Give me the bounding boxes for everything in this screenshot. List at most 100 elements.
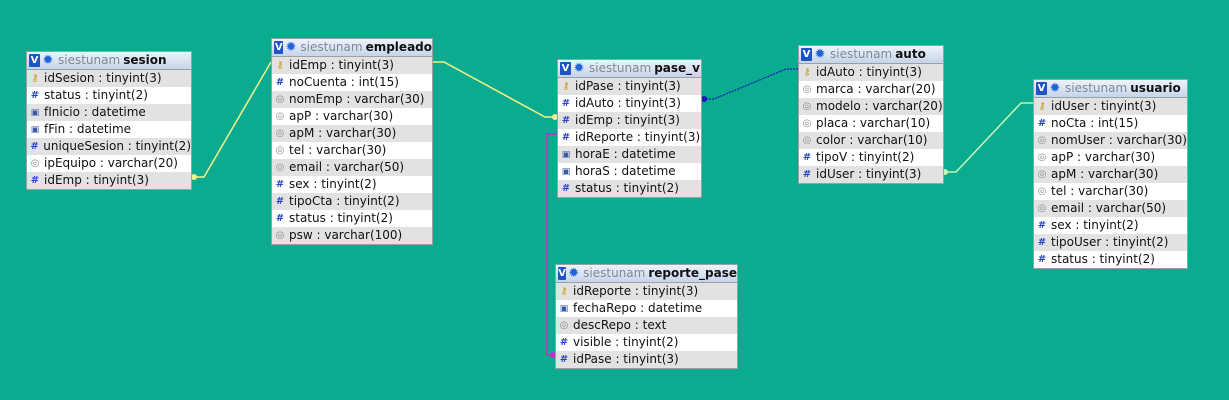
relation-sesion-empleado[interactable] [192, 61, 272, 178]
number-icon: # [30, 89, 40, 101]
field-row[interactable]: #status : tinyint(2) [27, 87, 191, 104]
field-row[interactable]: #idPase : tinyint(3) [556, 351, 737, 368]
field-row[interactable]: ⚷ idPase : tinyint(3) [558, 78, 701, 95]
collapse-toggle-icon[interactable]: V [29, 54, 40, 67]
table-name: pase_v [654, 61, 700, 75]
field-row[interactable]: ◎descRepo : text [556, 317, 737, 334]
field-row[interactable]: ◎apP : varchar(30) [1034, 149, 1187, 166]
collapse-toggle-icon[interactable]: V [560, 62, 571, 75]
field-row[interactable]: #status : tinyint(2) [1034, 251, 1187, 268]
key-icon: ⚷ [562, 80, 570, 92]
field-label: email : varchar(50) [289, 160, 405, 174]
number-icon: # [1037, 253, 1047, 265]
number-icon: # [561, 97, 571, 109]
collapse-toggle-icon[interactable]: V [801, 48, 812, 61]
field-row[interactable]: ⚷idReporte : tinyint(3) [556, 283, 737, 300]
number-icon: # [559, 353, 569, 365]
key-icon: ⚷ [803, 66, 811, 78]
field-label: placa : varchar(10) [816, 116, 931, 130]
collapse-toggle-icon[interactable]: V [558, 267, 567, 280]
string-icon: ◎ [1037, 202, 1047, 214]
field-row[interactable]: ◎color : varchar(10) [799, 132, 943, 149]
field-row[interactable]: ⚷idAuto : tinyint(3) [799, 64, 943, 81]
field-row[interactable]: ◎apP : varchar(30) [272, 108, 432, 125]
field-row[interactable]: ◎psw : varchar(100) [272, 227, 432, 244]
string-icon: ◎ [802, 117, 812, 129]
field-row[interactable]: #tipoV : tinyint(2) [799, 149, 943, 166]
field-row[interactable]: ◎ placa : varchar(10) [799, 115, 943, 132]
string-icon: ◎ [802, 83, 812, 95]
number-icon: # [275, 195, 285, 207]
string-icon: ◎ [559, 319, 569, 331]
gear-icon[interactable]: ✹ [573, 60, 585, 76]
field-row[interactable]: ◎email : varchar(50) [272, 159, 432, 176]
relation-empleado-pase[interactable] [432, 61, 557, 118]
gear-icon[interactable]: ✹ [814, 46, 826, 62]
field-row[interactable]: #tipoUser : tinyint(2) [1034, 234, 1187, 251]
string-icon: ◎ [275, 127, 285, 139]
field-row[interactable]: #idEmp : tinyint(3) [27, 172, 191, 189]
field-label: idEmp : tinyint(3) [44, 173, 149, 187]
gear-icon[interactable]: ✹ [42, 52, 54, 68]
field-row[interactable]: ▣fechaRepo : datetime [556, 300, 737, 317]
field-row[interactable]: #visible : tinyint(2) [556, 334, 737, 351]
field-label: marca : varchar(20) [816, 82, 936, 96]
field-row[interactable]: #noCuenta : int(15) [272, 74, 432, 91]
field-row[interactable]: ◎tel : varchar(30) [272, 142, 432, 159]
number-icon: # [561, 182, 571, 194]
field-row[interactable]: ⚷idEmp : tinyint(3) [272, 57, 432, 74]
field-label: tipoUser : tinyint(2) [1051, 235, 1169, 249]
collapse-toggle-icon[interactable]: V [1036, 82, 1047, 95]
field-row[interactable]: ▣horaS : datetime [558, 163, 701, 180]
number-icon: # [1037, 219, 1047, 231]
field-label: fInicio : datetime [44, 105, 146, 119]
field-row[interactable]: #idReporte : tinyint(3) [558, 129, 701, 146]
gear-icon[interactable]: ✹ [568, 265, 580, 281]
gear-icon[interactable]: ✹ [1049, 80, 1061, 96]
relation-auto-pase[interactable] [702, 68, 798, 100]
field-label: idPase : tinyint(3) [575, 79, 681, 93]
relation-usuario-auto[interactable] [944, 102, 1033, 173]
field-row[interactable]: ◎nomUser : varchar(30) [1034, 132, 1187, 149]
field-row[interactable]: ▣fFin : datetime [27, 121, 191, 138]
field-row[interactable]: ◎email : varchar(50) [1034, 200, 1187, 217]
field-row[interactable]: ▣horaE : datetime [558, 146, 701, 163]
field-row[interactable]: ⚷idUser : tinyint(3) [1034, 98, 1187, 115]
field-row[interactable]: #status : tinyint(2) [558, 180, 701, 197]
field-row[interactable]: #tipoCta : tinyint(2) [272, 193, 432, 210]
field-label: idEmp : tinyint(3) [289, 58, 394, 72]
field-row[interactable]: ◎apM : varchar(30) [1034, 166, 1187, 183]
field-row[interactable]: ◎tel : varchar(30) [1034, 183, 1187, 200]
field-row[interactable]: ◎ marca : varchar(20) [799, 81, 943, 98]
collapse-toggle-icon[interactable]: V [274, 41, 284, 54]
field-row[interactable]: ⚷idSesion : tinyint(3) [27, 70, 191, 87]
field-row[interactable]: #sex : tinyint(2) [1034, 217, 1187, 234]
field-row[interactable]: #status : tinyint(2) [272, 210, 432, 227]
field-row[interactable]: ◎apM : varchar(30) [272, 125, 432, 142]
field-row[interactable]: #noCta : int(15) [1034, 115, 1187, 132]
field-row[interactable]: #idUser : tinyint(3) [799, 166, 943, 183]
field-row[interactable]: #idEmp : tinyint(3) [558, 112, 701, 129]
field-row[interactable]: ◎modelo : varchar(20) [799, 98, 943, 115]
field-row[interactable]: ▣fInicio : datetime [27, 104, 191, 121]
table-name: sesion [123, 53, 167, 67]
field-row[interactable]: #uniqueSesion : tinyint(2) [27, 138, 191, 155]
field-row[interactable]: #idAuto : tinyint(3) [558, 95, 701, 112]
field-row[interactable]: #sex : tinyint(2) [272, 176, 432, 193]
gear-icon[interactable]: ✹ [285, 39, 297, 55]
field-row[interactable]: ◎ipEquipo : varchar(20) [27, 155, 191, 172]
field-row[interactable]: ◎nomEmp : varchar(30) [272, 91, 432, 108]
field-label: horaE : datetime [575, 147, 676, 161]
